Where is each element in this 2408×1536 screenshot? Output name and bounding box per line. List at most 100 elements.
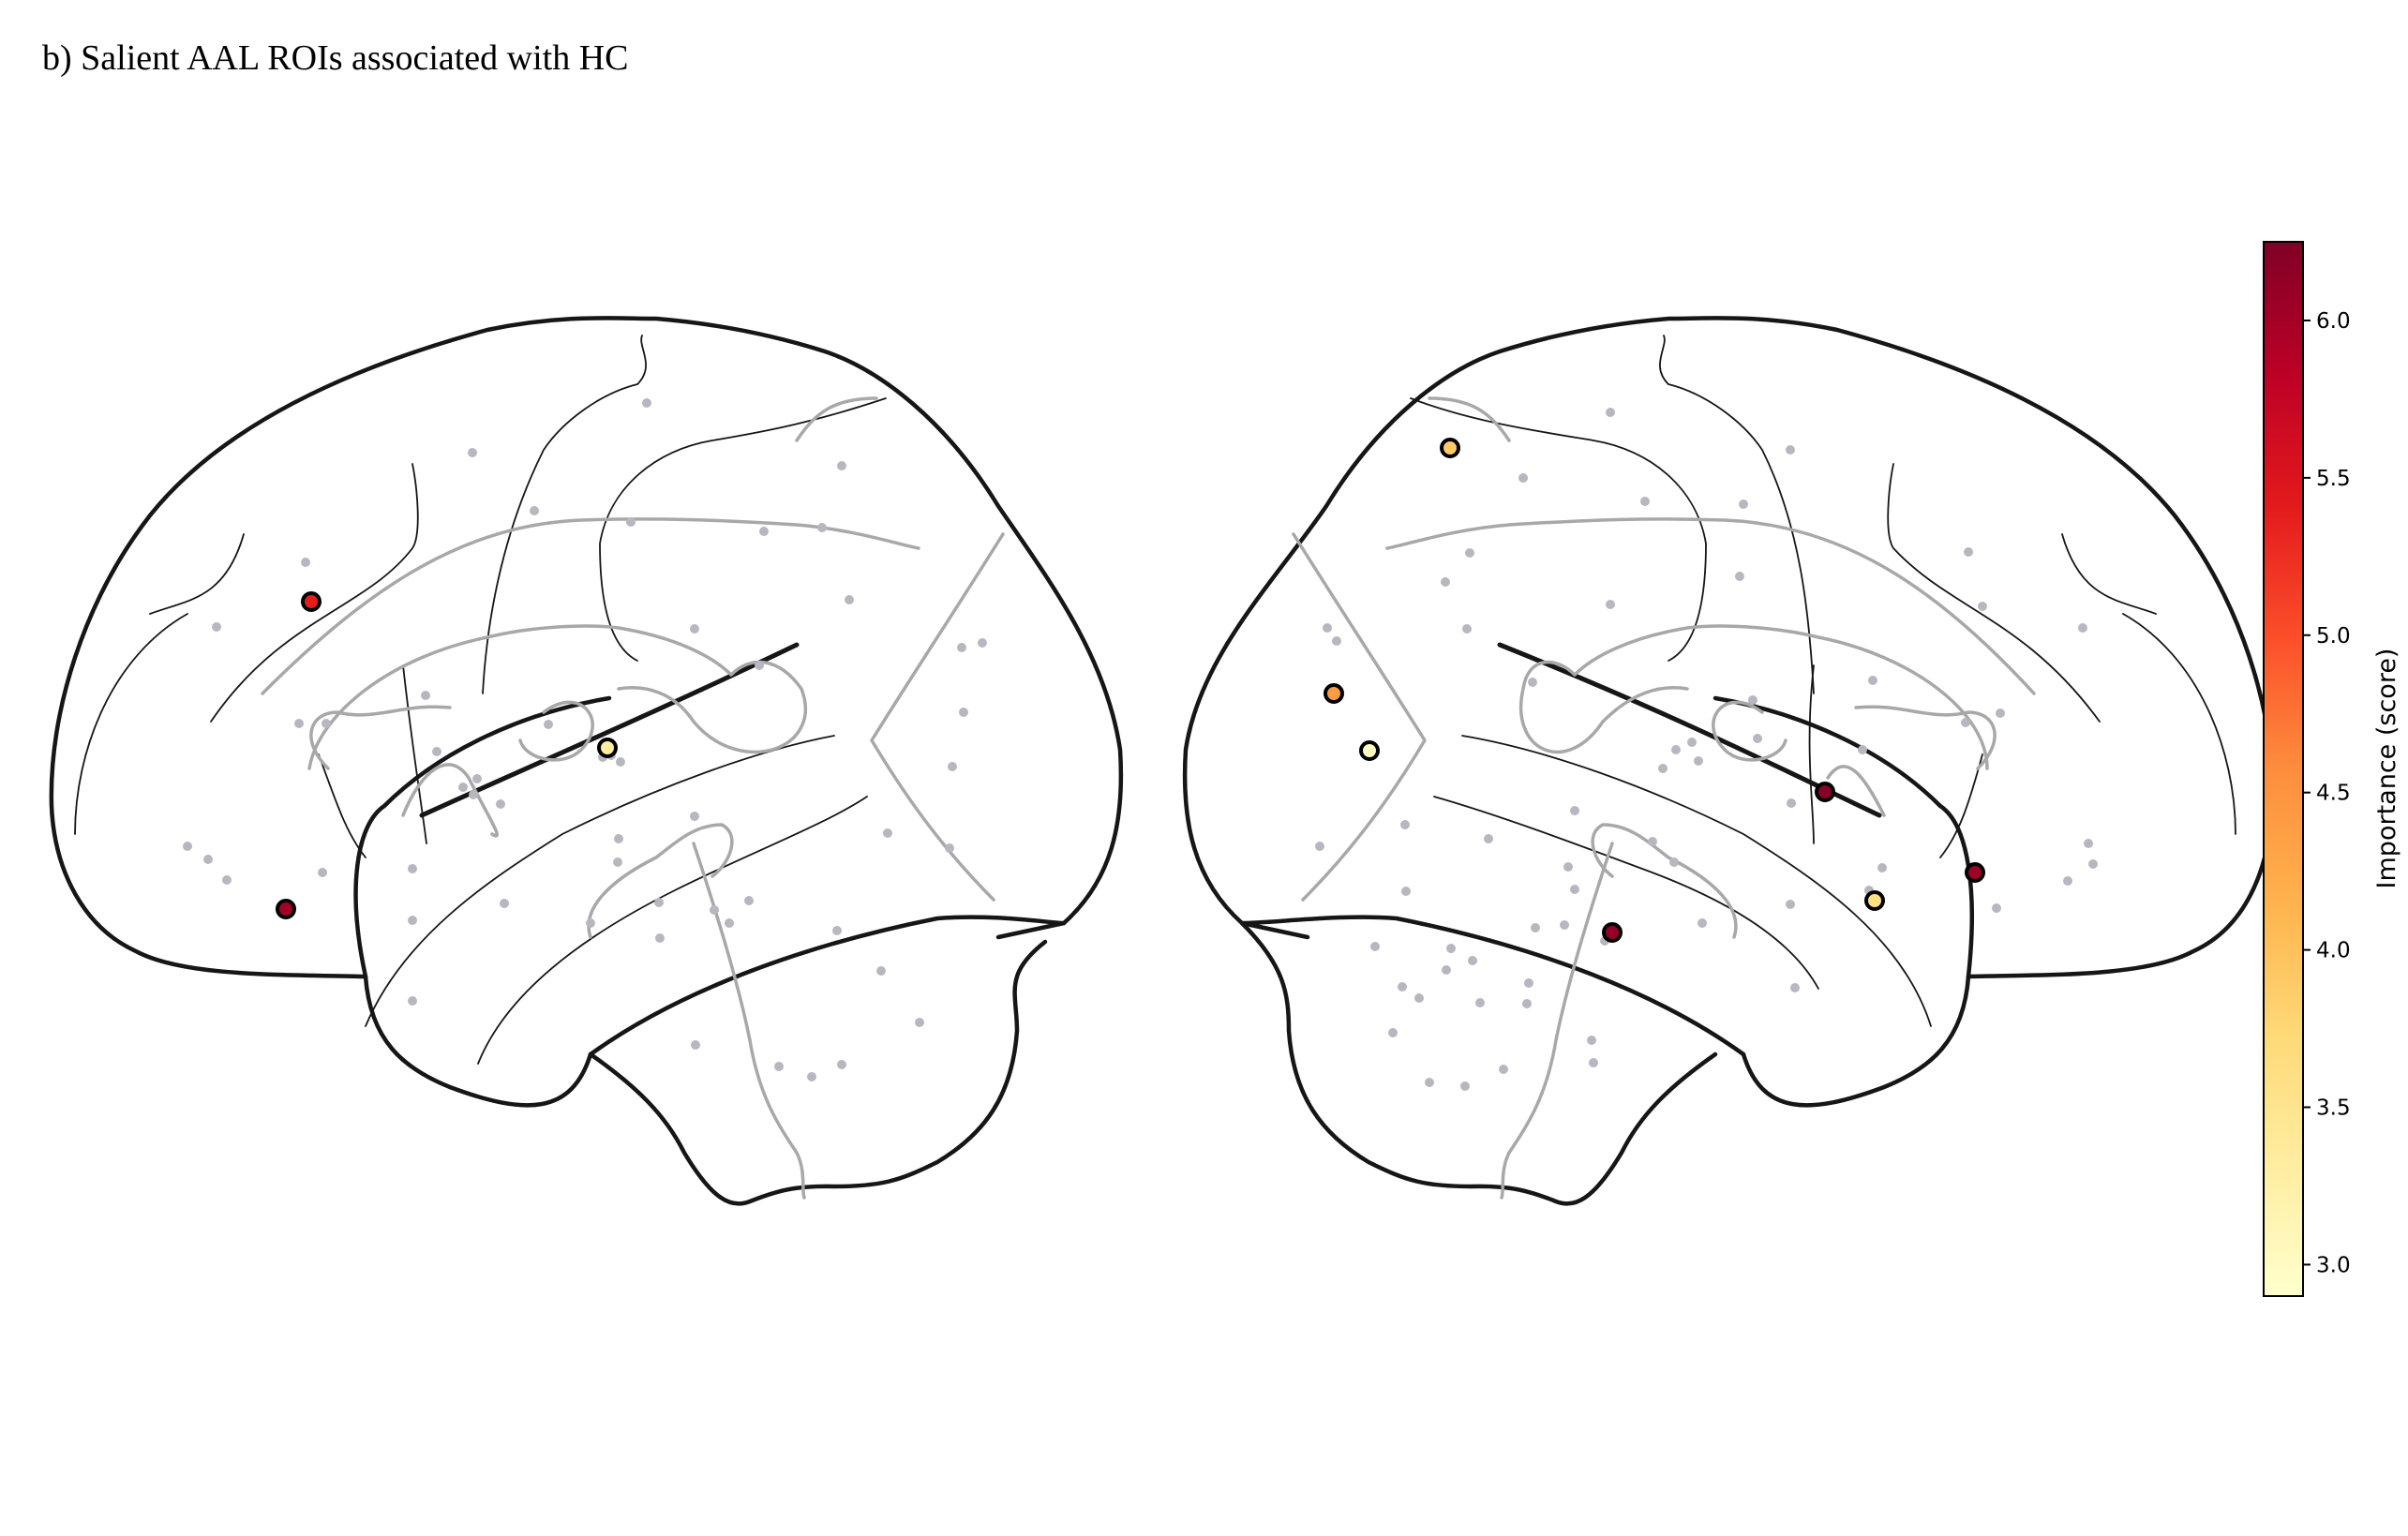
background-roi-dot [408,996,417,1006]
salient-roi-marker-right [1324,683,1344,704]
background-roi-dot [1748,695,1757,705]
background-roi-dot [1978,602,1987,611]
background-roi-dot [432,747,441,756]
colorbar: 3.03.54.04.55.05.56.0 Importance (score) [2263,241,2401,1297]
background-roi-dot [183,842,192,851]
background-roi-dot [408,864,417,873]
background-roi-dot [1446,944,1456,953]
background-roi-dot [807,1072,816,1081]
background-roi-dot [1698,918,1707,928]
background-roi-dot [710,905,719,915]
background-roi-dot [837,1060,846,1069]
background-roi-dot [1484,834,1493,843]
background-roi-dot [408,916,417,925]
background-roi-dot [496,799,505,809]
background-roi-dot [817,523,827,532]
background-roi-dot [1570,806,1579,815]
right-hemisphere-outline [1182,316,2276,1206]
background-roi-dot [2084,839,2093,848]
background-roi-dot [1570,885,1579,894]
background-roi-dot [469,790,478,799]
background-roi-dot [1388,1028,1398,1037]
salient-roi-marker-right [1815,782,1835,802]
background-roi-dot [458,783,468,792]
background-roi-dot [1787,798,1796,808]
background-roi-dot [690,624,699,634]
background-roi-dot [1786,445,1795,455]
background-roi-dot [1370,942,1380,951]
background-roi-dot [616,757,625,767]
background-roi-dot [759,527,769,536]
salient-roi-marker-left [597,738,618,758]
background-roi-dot [472,774,482,783]
background-roi-dot [1442,965,1451,975]
background-roi-dot [1475,998,1485,1007]
background-roi-dot [959,708,968,717]
background-roi-dot [774,1062,784,1071]
colorbar-tick-label: 4.0 [2316,939,2351,963]
background-roi-dot [1671,745,1681,754]
salient-roi-marker-right [1359,740,1380,761]
background-roi-dot [1606,408,1615,417]
background-roi-dot [654,898,664,907]
background-roi-dot [1531,923,1540,932]
salient-roi-marker-right [1965,862,1985,883]
background-roi-dot [1468,956,1477,965]
background-roi-dot [837,461,846,470]
background-roi-dot [1996,708,2005,718]
colorbar-tick-label: 5.0 [2316,624,2351,649]
background-roi-dot [1961,718,1970,727]
background-roi-dot [1401,887,1411,896]
background-roi-dot [294,719,304,728]
background-roi-dot [1560,920,1569,930]
background-roi-dot [1992,903,2001,913]
background-roi-dot [1735,572,1744,581]
background-roi-dot [655,933,665,943]
background-roi-dot [1315,842,1324,851]
salient-roi-markers [276,438,1985,943]
background-roi-dot [755,661,764,670]
background-roi-dot [322,719,331,728]
salient-roi-marker-right [1440,438,1460,458]
background-roi-dot [1589,1058,1598,1067]
background-roi-dot [1462,624,1472,634]
background-roi-dot [690,812,699,821]
background-roi-dot [1587,1036,1596,1045]
background-roi-dot [1398,982,1407,992]
background-roi-dot [613,857,622,867]
background-roi-dot [845,595,854,604]
background-roi-dot [1528,678,1537,687]
background-roi-dot [1739,500,1748,509]
salient-roi-marker-left [276,899,296,919]
background-roi-dot [1606,600,1615,609]
background-roi-dot [1524,978,1533,988]
background-roi-dot [915,1018,924,1027]
background-roi-dot [421,691,430,700]
colorbar-tick-label: 3.5 [2316,1096,2351,1121]
background-roi-dot [1858,745,1867,754]
background-roi-dot [2078,623,2087,633]
background-roi-dot [1648,837,1657,846]
left-hemisphere-outline [49,316,1124,1206]
colorbar-gradient [2263,241,2304,1297]
background-roi-dot [1522,999,1532,1008]
background-roi-dot [1640,497,1650,506]
background-roi-dot [725,918,734,928]
salient-roi-marker-right [1864,890,1885,911]
background-roi-dot [1658,764,1668,773]
colorbar-ticks: 3.03.54.04.55.05.56.0 [2303,309,2351,1277]
background-roi-dot [642,398,651,408]
colorbar-label: Importance (score) [2372,649,2401,889]
background-roi-dot [586,918,595,928]
background-roi-dot [614,834,623,843]
background-roi-dot [1323,623,1332,633]
figure-title: b) Salient AAL ROIs associated with HC [42,38,629,78]
background-roi-dot [1790,983,1800,992]
background-roi-dot [212,622,221,632]
background-roi-dot [301,558,310,567]
background-roi-dot [1868,676,1877,685]
background-roi-dot [1786,900,1795,909]
background-roi-dot [1332,636,1341,646]
background-roi-dot [468,448,477,457]
